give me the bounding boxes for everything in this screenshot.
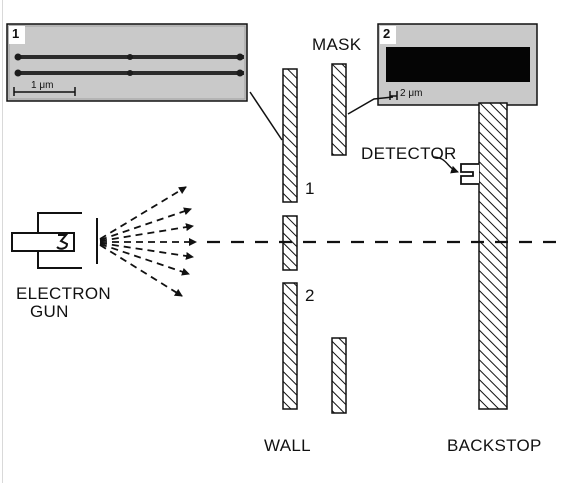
- mask: [331, 63, 347, 414]
- detector: [432, 156, 479, 185]
- inset-1-scale-label: 1 μm: [31, 80, 54, 91]
- wall-label: WALL: [264, 436, 311, 455]
- electron-gun: [11, 212, 98, 269]
- mask-bottom-segment: [331, 337, 347, 414]
- inset-2-number: 2: [383, 26, 391, 41]
- inset-1-slit-bottom: [14, 69, 244, 77]
- wall: [282, 68, 298, 410]
- slit-1-label: 1: [305, 179, 315, 198]
- slit-2-label: 2: [305, 286, 315, 305]
- mask-opening: [386, 47, 530, 82]
- backstop: [478, 102, 508, 410]
- electron-gun-label-line2: GUN: [30, 302, 69, 321]
- frame-border: [2, 0, 3, 483]
- backstop-label: BACKSTOP: [447, 436, 542, 455]
- inset-2-mask-image: [377, 23, 538, 106]
- inset-1-leader-line: [249, 91, 283, 141]
- mask-label: MASK: [312, 35, 362, 54]
- inset-2-scale-label: 2 μm: [400, 88, 423, 99]
- inset-2-scale-bar: [389, 91, 398, 100]
- detector-label: DETECTOR: [361, 144, 457, 163]
- wall-top-segment: [282, 68, 298, 203]
- detector-pointer-arrow: [432, 156, 459, 174]
- wall-bottom-segment: [282, 282, 298, 410]
- mask-top-segment: [331, 63, 347, 156]
- inset-1-scale-bar: [13, 87, 76, 96]
- inset-1-micrograph: [6, 23, 248, 102]
- inset-1-number: 1: [12, 26, 20, 41]
- electron-gun-label-line1: ELECTRON: [16, 284, 111, 303]
- electron-rays: [99, 186, 197, 297]
- inset-1-slit-top: [14, 53, 244, 61]
- inset-2-leader-line: [347, 96, 394, 115]
